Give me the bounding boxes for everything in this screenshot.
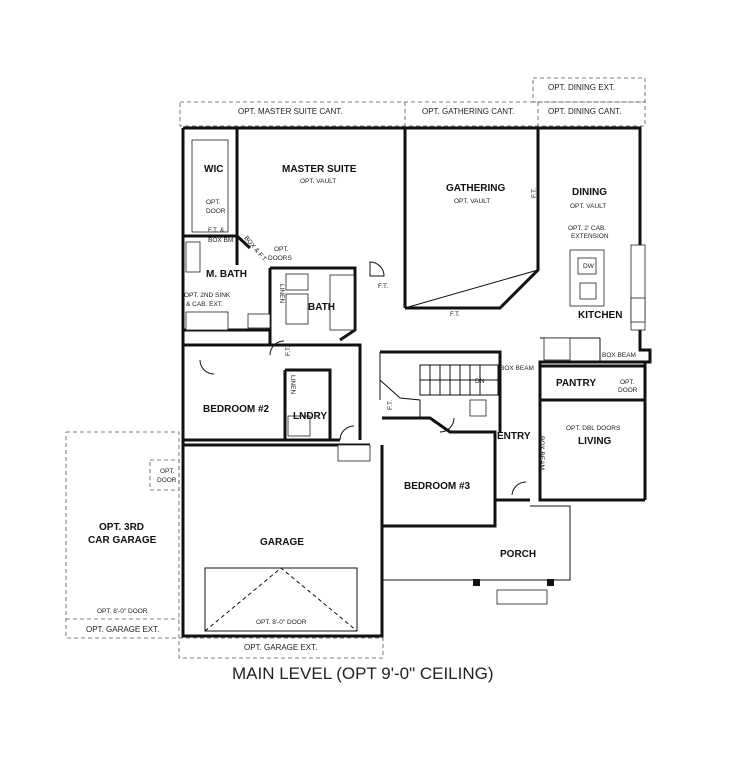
stairs — [419, 364, 499, 417]
room-label-living: LIVING — [578, 436, 612, 447]
note-opt-doors-2: DOORS — [268, 255, 293, 262]
note-dn: DN — [475, 378, 485, 385]
note-opt-door-wic-1: OPT. — [206, 199, 221, 206]
note-ft-2: F.T. — [450, 311, 460, 318]
note-opt-garage-ext-main: OPT. GARAGE EXT. — [244, 643, 317, 652]
note-vault-dining: OPT. VAULT — [570, 203, 606, 210]
note-opt-door-pantry-1: OPT. — [620, 379, 635, 386]
room-label-bedroom-3: BEDROOM #3 — [404, 481, 471, 492]
door-swings — [199, 261, 527, 496]
note-opt-gathering-cant: OPT. GATHERING CANT. — [422, 107, 514, 116]
note-ft-1: F.T. — [378, 283, 388, 290]
note-opt-2nd-sink-1: OPT. 2ND SINK — [184, 292, 231, 299]
note-ft-3: F.T. — [531, 188, 538, 198]
note-linen-bath: LINEN — [278, 284, 285, 303]
plan-notes: OPT. MASTER SUITE CANT. OPT. GATHERING C… — [86, 83, 638, 652]
room-label-kitchen: KITCHEN — [578, 310, 622, 321]
note-opt-door-pantry-2: DOOR — [618, 387, 638, 394]
room-label-m-bath: M. BATH — [206, 269, 247, 280]
room-label-master-suite: MASTER SUITE — [282, 164, 357, 175]
note-opt-8-door-main: OPT. 8'-0" DOOR — [256, 619, 307, 626]
room-label-entry: ENTRY — [497, 431, 531, 442]
note-linen-lndry: LINEN — [289, 375, 296, 394]
note-ft-5: F.T. — [387, 400, 394, 410]
note-opt-2-cab-2: EXTENSION — [571, 233, 609, 240]
note-dw: DW — [583, 263, 595, 270]
porch-outline — [382, 505, 571, 581]
room-label-opt-3rd: OPT. 3RD — [99, 522, 144, 533]
room-label-car-garage: CAR GARAGE — [88, 535, 157, 546]
note-opt-2-cab-1: OPT. 2' CAB. — [568, 225, 606, 232]
room-label-gathering: GATHERING — [446, 183, 505, 194]
note-box-bm: BOX BM — [208, 237, 233, 244]
note-opt-door-garage-1: OPT. — [160, 468, 175, 475]
note-vault-master: OPT. VAULT — [300, 178, 336, 185]
room-label-wic: WIC — [204, 164, 223, 175]
optional-extension-outlines — [65, 77, 646, 659]
room-label-lndry: LNDRY — [293, 411, 327, 422]
note-opt-master-suite-cant: OPT. MASTER SUITE CANT. — [238, 107, 342, 116]
note-opt-dining-cant: OPT. DINING CANT. — [548, 107, 621, 116]
note-box-beam-kitchen: BOX BEAM — [602, 352, 636, 359]
note-box-ft-diag: BOX & F.T. — [242, 235, 268, 264]
note-opt-2nd-sink-2: & CAB. EXT. — [186, 301, 223, 308]
note-opt-door-wic-2: DOOR — [206, 208, 226, 215]
plan-title: MAIN LEVEL (OPT 9'-0" CEILING) — [232, 664, 494, 683]
room-label-porch: PORCH — [500, 549, 536, 560]
note-opt-doors-1: OPT. — [274, 246, 289, 253]
note-vault-gathering: OPT. VAULT — [454, 198, 490, 205]
fixtures — [185, 139, 646, 605]
note-ft-box: F.T. & — [208, 227, 225, 234]
note-opt-garage-ext-left: OPT. GARAGE EXT. — [86, 625, 159, 634]
room-label-garage: GARAGE — [260, 537, 304, 548]
note-opt-dining-ext: OPT. DINING EXT. — [548, 83, 615, 92]
note-box-beam-stair: BOX BEAM — [500, 365, 534, 372]
note-opt-8-door-left: OPT. 8'-0" DOOR — [97, 608, 148, 615]
interior-walls — [183, 128, 645, 526]
room-labels: WIC MASTER SUITE GATHERING DINING M. BAT… — [88, 164, 622, 560]
note-ft-4: F.T. — [285, 346, 292, 356]
room-label-bedroom-2: BEDROOM #2 — [203, 404, 270, 415]
room-label-dining: DINING — [572, 187, 607, 198]
note-opt-door-garage-2: DOOR — [157, 477, 177, 484]
room-label-bath: BATH — [308, 302, 335, 313]
room-label-pantry: PANTRY — [556, 378, 596, 389]
garage-door — [204, 567, 358, 632]
note-opt-dbl-doors: OPT. DBL DOORS — [566, 425, 621, 432]
note-box-beam-living: BOX BEAM — [538, 436, 545, 470]
